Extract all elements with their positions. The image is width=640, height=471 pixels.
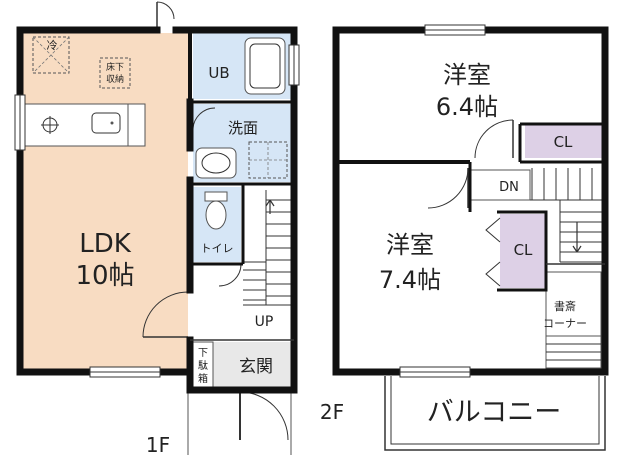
closet-1-label: CL: [554, 133, 573, 151]
front-door: [239, 391, 289, 441]
ldk-floor: [23, 33, 188, 369]
ldk-door: [142, 291, 189, 338]
kitchen-counter-return: [127, 103, 146, 147]
stair-tread: [572, 245, 578, 253]
toilet-icon: [204, 191, 228, 230]
shoe-box-line3: 箱: [198, 372, 208, 385]
closet-2-floor: [500, 214, 546, 288]
washroom-label: 洗面: [228, 119, 258, 137]
bath-label: UB: [208, 64, 229, 82]
stove-icon: [41, 116, 59, 134]
stair-tread: [269, 199, 275, 207]
first-floor: 冷 床下 収納 LDK 10帖 UB 洗面 トイレ UP: [14, 1, 300, 457]
ldk-label: LDK: [79, 229, 132, 259]
room2-label: 洋室: [386, 231, 434, 259]
sink-icon: [91, 112, 121, 134]
back-door: [156, 1, 175, 20]
first-floor-label: 1F: [146, 433, 170, 457]
second-floor: 洋室 6.4帖 洋室 7.4帖 CL CL DN 書斎 コーナー: [320, 24, 609, 451]
stair-tread: [265, 199, 271, 207]
closet-2-label: CL: [514, 241, 533, 259]
stairs-2f: [530, 168, 603, 263]
fridge-space: [32, 36, 70, 74]
room1-size: 6.4帖: [436, 93, 498, 121]
fridge-label: 冷: [47, 39, 58, 52]
room2-door: [427, 167, 469, 209]
room1-door: [474, 119, 514, 159]
room1-label: 洋室: [443, 61, 491, 89]
entrance-label: 玄関: [239, 357, 273, 377]
washing-machine-space: [248, 141, 288, 179]
washbasin-icon: [195, 147, 237, 179]
stairs-down-label: DN: [499, 180, 519, 195]
ldk-size: 10帖: [75, 261, 134, 291]
shoe-box-line2: 駄: [198, 359, 208, 372]
closet2-door: [485, 217, 501, 287]
second-floor-walls: [332, 26, 609, 376]
balcony-outline: [384, 376, 606, 451]
room2-size: 7.4帖: [379, 266, 441, 294]
study-corner-line2: コーナー: [543, 317, 587, 330]
underfloor-storage-line2: 収納: [106, 73, 124, 85]
toilet-label: トイレ: [201, 242, 234, 255]
stairs-up-label: UP: [255, 314, 274, 330]
stair-tread: [576, 245, 582, 253]
bathtub: [244, 37, 286, 95]
study-corner-line1: 書斎: [554, 299, 576, 313]
toilet-door: [218, 263, 242, 287]
second-floor-label: 2F: [320, 400, 344, 424]
underfloor-storage: [99, 57, 131, 89]
balcony-label: バルコニー: [427, 397, 561, 428]
shoe-box-line1: 下: [198, 348, 208, 359]
windows-1f: [14, 44, 300, 378]
windows-2f: [399, 24, 486, 378]
stairs-1f: [243, 190, 291, 306]
closet-1-floor: [525, 124, 603, 158]
underfloor-storage-line1: 床下: [106, 61, 124, 73]
